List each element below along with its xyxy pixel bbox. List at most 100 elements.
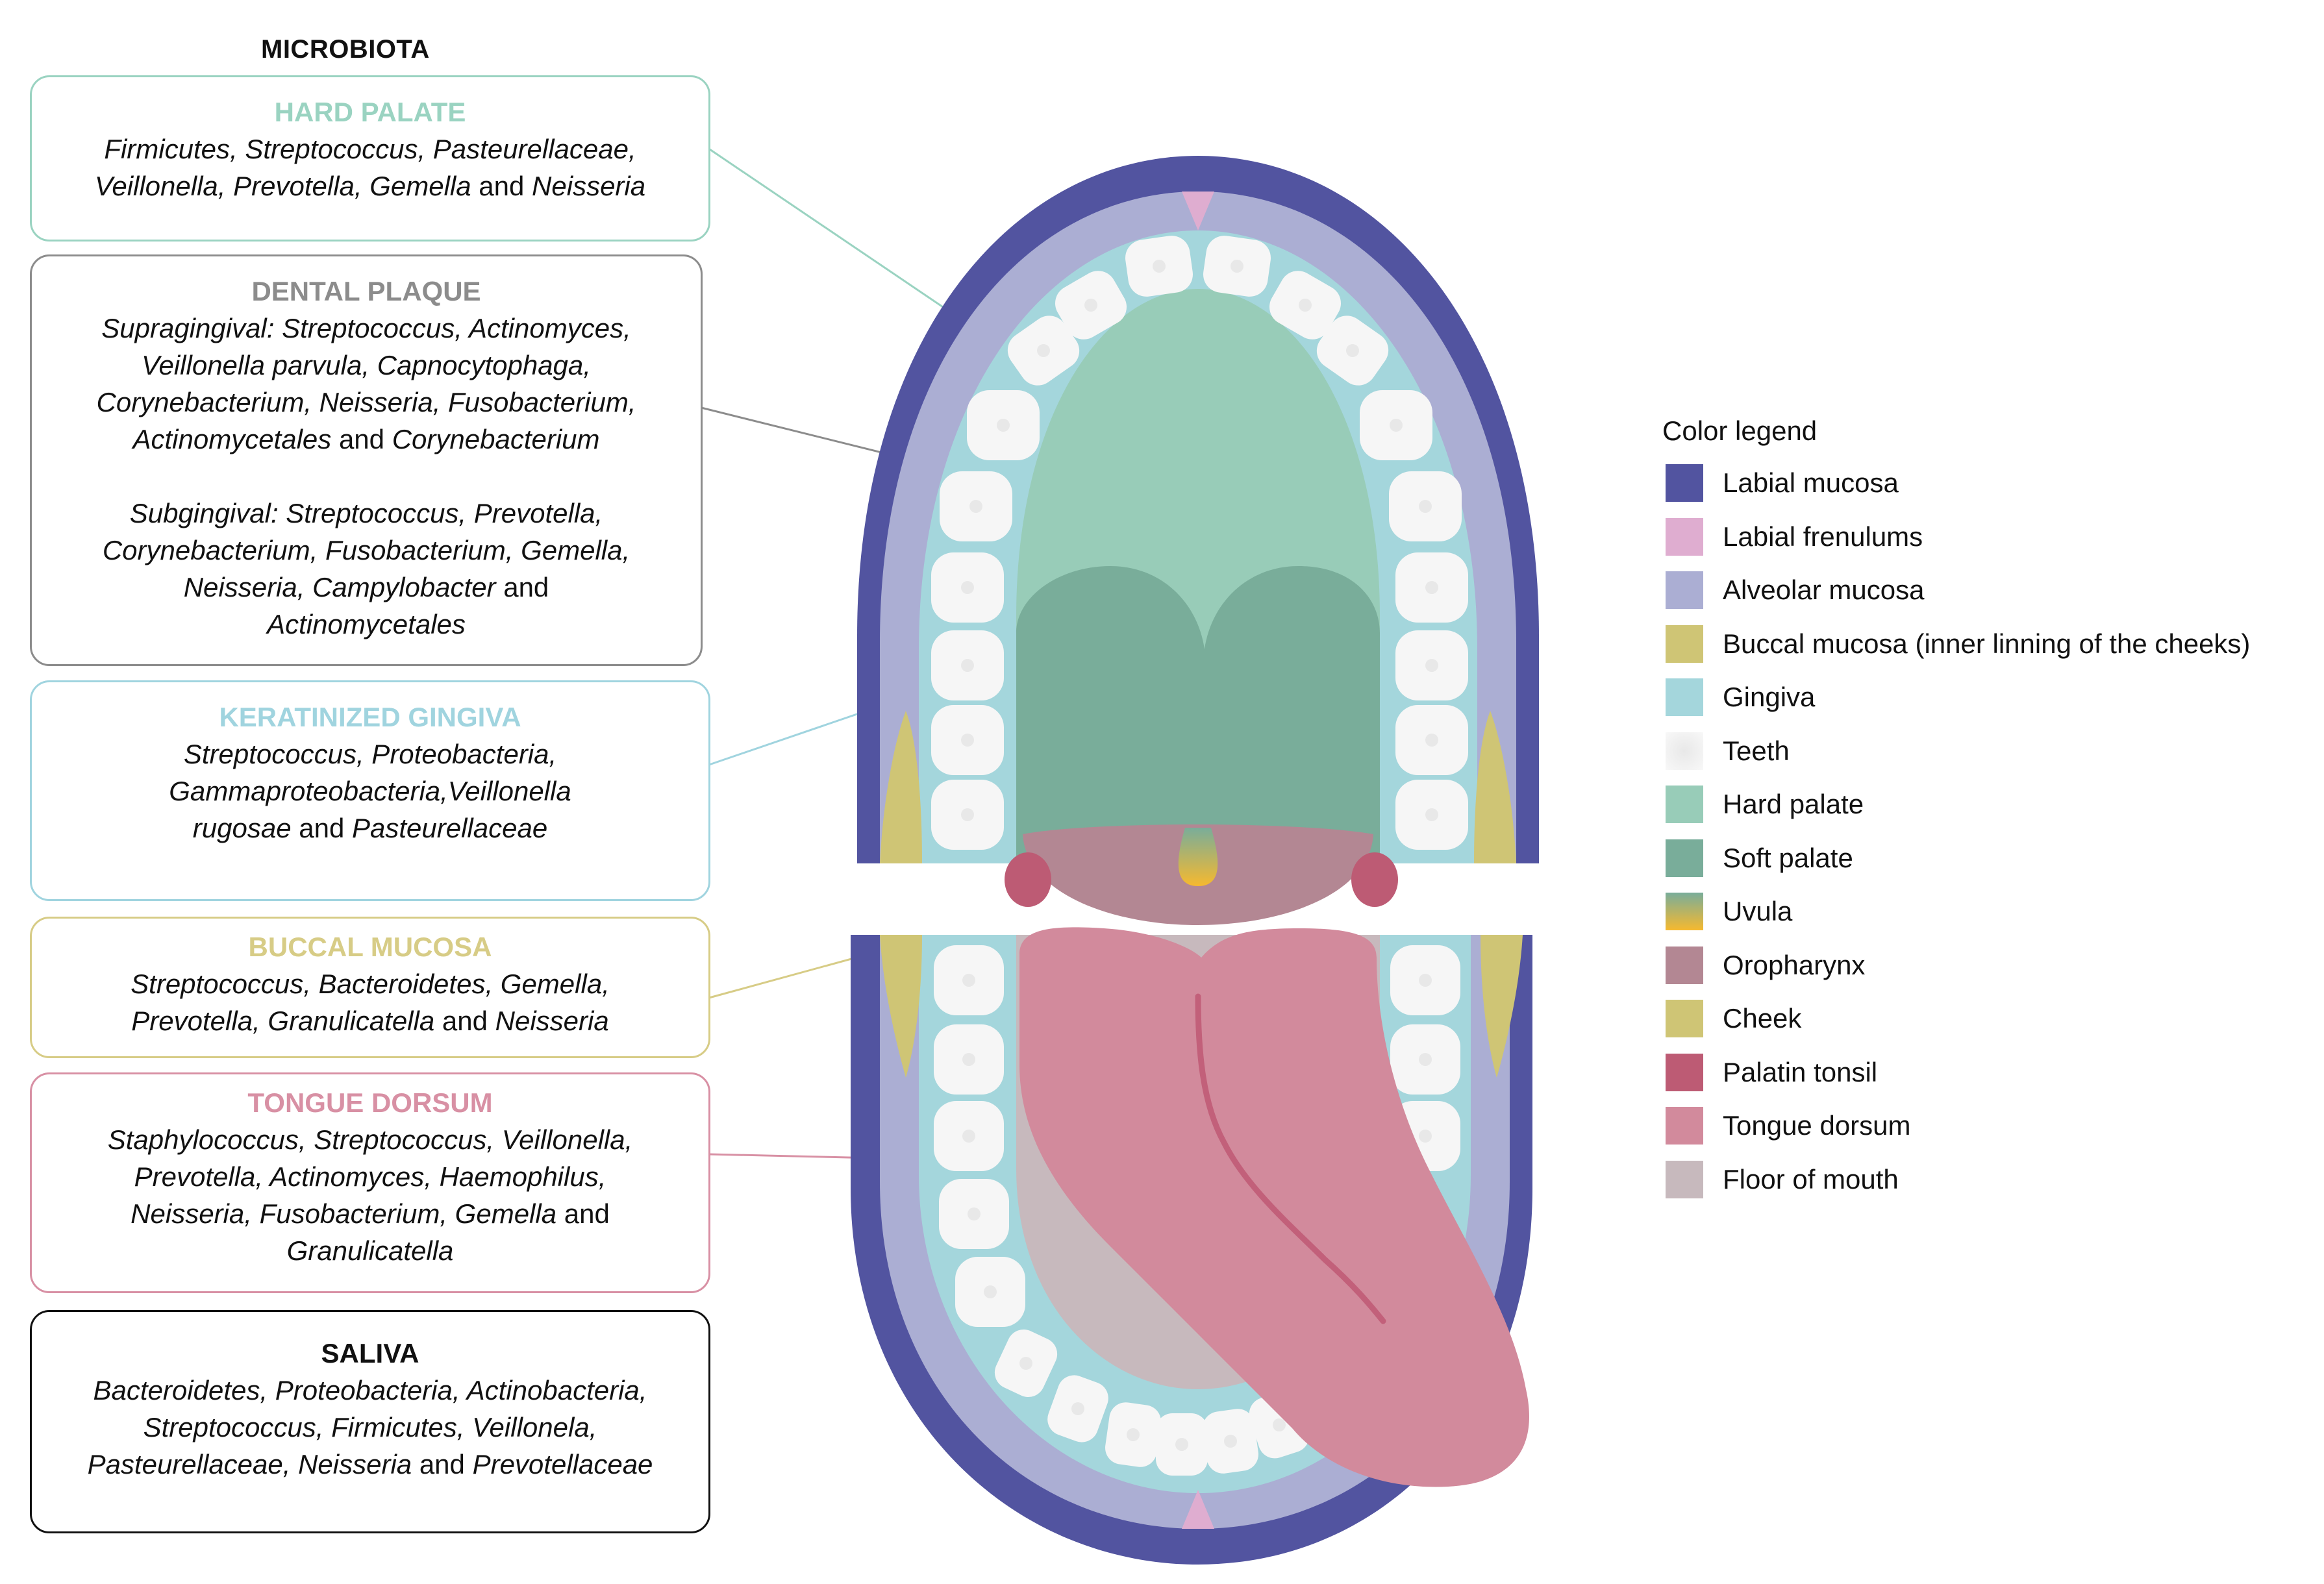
legend-item: Soft palate xyxy=(1666,839,1853,877)
tooth-center xyxy=(962,1053,975,1066)
text-line: Neisseria, Campylobacter xyxy=(183,572,496,602)
legend-label: Alveolar mucosa xyxy=(1723,575,1925,605)
text-line: and xyxy=(331,424,392,454)
legend-label: Hard palate xyxy=(1723,789,1864,819)
legend-swatch xyxy=(1666,1000,1703,1037)
legend-label: Uvula xyxy=(1723,896,1793,926)
text-line: Neisseria xyxy=(532,171,646,201)
text-line: Staphylococcus, Streptococcus, Veillonel… xyxy=(107,1124,633,1155)
legend-swatch xyxy=(1666,786,1703,823)
text-line: Gammaproteobacteria,Veillonella xyxy=(169,776,571,806)
text-line: Pasteurellaceae xyxy=(352,813,548,843)
legend-item: Buccal mucosa (inner linning of the chee… xyxy=(1666,625,2250,663)
upper-right-buccal-mucosa xyxy=(1474,711,1516,863)
uvula xyxy=(1178,828,1218,886)
legend-label: Labial frenulums xyxy=(1723,521,1923,552)
keratinized-gingiva-box: KERATINIZED GINGIVA Streptococcus, Prote… xyxy=(30,680,710,901)
text-line: and xyxy=(471,171,532,201)
tooth-center xyxy=(961,659,974,672)
box-title: HARD PALATE xyxy=(274,97,466,127)
tooth-center xyxy=(1273,1418,1286,1431)
legend-swatch xyxy=(1666,893,1703,930)
tooth-center xyxy=(961,808,974,821)
legend-label: Floor of mouth xyxy=(1723,1163,1899,1194)
tooth-center xyxy=(984,1285,997,1298)
upper-labial-frenulum xyxy=(1182,192,1214,230)
text-line: Veillonella, Prevotella, Gemella xyxy=(94,171,471,201)
legend-swatch xyxy=(1666,732,1703,770)
legend-label: Palatin tonsil xyxy=(1723,1056,1878,1087)
text-line: and xyxy=(434,1006,495,1036)
text-line: Streptococcus, Bacteroidetes, Gemella, xyxy=(131,969,610,999)
box-title: TONGUE DORSUM xyxy=(247,1087,493,1118)
text-line: Granulicatella xyxy=(286,1235,454,1266)
text-line: Neisseria, Fusobacterium, Gemella xyxy=(131,1198,557,1229)
text-line: and xyxy=(556,1198,610,1229)
tooth-center xyxy=(1224,1435,1237,1448)
box-text: Streptococcus, Proteobacteria, Gammaprot… xyxy=(32,736,708,847)
box-title: SALIVA xyxy=(321,1338,419,1368)
tooth-center xyxy=(962,974,975,987)
text-line: Veillonella parvula, Capnocytophaga, xyxy=(142,350,591,380)
text-line: Streptococcus, Proteobacteria, xyxy=(183,739,557,769)
lower-right-buccal-mucosa xyxy=(1481,935,1523,1078)
tooth-center xyxy=(1419,1053,1432,1066)
legend-label: Tongue dorsum xyxy=(1723,1110,1911,1141)
legend-title: Color legend xyxy=(1662,415,1818,446)
legend-item: Oropharynx xyxy=(1666,946,1866,984)
tooth-center xyxy=(961,581,974,594)
box-text: Streptococcus, Bacteroidetes, Gemella, P… xyxy=(32,965,708,1039)
text-line: and xyxy=(291,813,352,843)
legend-label: Oropharynx xyxy=(1723,949,1866,980)
tooth-center xyxy=(1419,1130,1432,1143)
tooth-center xyxy=(962,1130,975,1143)
legend-item: Labial mucosa xyxy=(1666,464,1899,502)
text-line: Corynebacterium xyxy=(392,424,600,454)
tooth-center xyxy=(1299,299,1312,312)
text-line: Prevotellaceae xyxy=(472,1449,653,1479)
legend-swatch xyxy=(1666,464,1703,502)
text-line: Corynebacterium, Neisseria, Fusobacteriu… xyxy=(96,387,636,417)
saliva-box: SALIVA Bacteroidetes, Proteobacteria, Ac… xyxy=(30,1310,710,1533)
text-line: Actinomycetales xyxy=(132,424,332,454)
text-line: Pasteurellaceae, Neisseria xyxy=(87,1449,412,1479)
legend-swatch xyxy=(1666,1160,1703,1198)
legend-label: Soft palate xyxy=(1723,842,1853,873)
left-palatin-tonsil xyxy=(1005,852,1051,907)
text-line: Streptococcus, Firmicutes, Veillonela, xyxy=(143,1412,597,1442)
tooth-center xyxy=(1419,974,1432,987)
box-text: Supragingival: Streptococcus, Actinomyce… xyxy=(32,310,701,643)
legend-swatch xyxy=(1666,571,1703,609)
legend-label: Teeth xyxy=(1723,735,1790,766)
tooth-center xyxy=(997,419,1010,432)
legend-swatch xyxy=(1666,839,1703,877)
tooth-center xyxy=(968,1207,981,1220)
upper-teeth xyxy=(931,236,1468,850)
legend-swatch xyxy=(1666,946,1703,984)
text-line: Firmicutes, Streptococcus, Pasteurellace… xyxy=(104,134,636,164)
lower-left-buccal-mucosa xyxy=(880,935,922,1078)
legend-label: Cheek xyxy=(1723,1003,1802,1033)
tooth-center xyxy=(1425,581,1438,594)
legend-label: Buccal mucosa (inner linning of the chee… xyxy=(1723,628,2251,659)
microbiota-heading: MICROBIOTA xyxy=(261,35,430,64)
lower-labial-frenulum xyxy=(1182,1490,1214,1529)
tooth-center xyxy=(1037,344,1050,357)
text-line: Bacteroidetes, Proteobacteria, Actinobac… xyxy=(93,1375,647,1405)
soft-palate xyxy=(1016,566,1380,863)
box-title: DENTAL PLAQUE xyxy=(251,276,481,306)
legend-item: Cheek xyxy=(1666,1000,1801,1037)
tooth-center xyxy=(1425,808,1438,821)
text-line: and xyxy=(495,572,549,602)
tooth-center xyxy=(1390,419,1403,432)
text-line: Corynebacterium, Fusobacterium, Gemella, xyxy=(102,535,631,565)
hard-palate-box: HARD PALATE Firmicutes, Streptococcus, P… xyxy=(30,75,710,241)
tooth-center xyxy=(1425,734,1438,747)
box-title: KERATINIZED GINGIVA xyxy=(219,702,521,732)
legend-item: Alveolar mucosa xyxy=(1666,571,1924,609)
tooth-center xyxy=(1175,1438,1188,1451)
lower-jaw xyxy=(851,927,1532,1565)
upper-left-buccal-mucosa xyxy=(880,711,922,863)
legend-item: Palatin tonsil xyxy=(1666,1053,1878,1091)
